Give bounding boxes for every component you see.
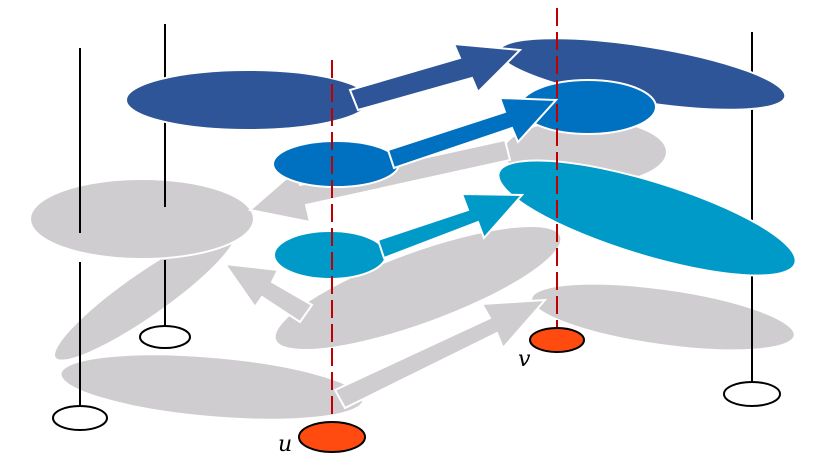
open-node-right	[723, 381, 781, 407]
light-blue-arrow	[376, 192, 525, 260]
gray-arrow-to-left-diagonal	[222, 262, 314, 324]
red-lines	[331, 8, 558, 420]
gray-ellipse-center-diagonal	[273, 224, 563, 352]
gray-ellipse-bottom-right	[530, 282, 796, 352]
node-v	[529, 327, 585, 353]
open-node-left	[52, 405, 108, 431]
mid-blue-ellipse-left	[272, 140, 400, 188]
light-blue-ellipse-right	[497, 159, 797, 277]
mid-blue-arrow	[386, 96, 559, 170]
gray-arrow-to-bottom-right	[333, 298, 548, 410]
dark-blue-layer	[125, 37, 787, 131]
red-nodes	[298, 327, 585, 453]
light-blue-ellipse-left	[273, 230, 387, 280]
dark-blue-ellipse-left	[125, 69, 371, 131]
open-node-second	[139, 325, 191, 349]
gray-ellipse-left-large	[29, 178, 255, 260]
dark-blue-arrow	[348, 42, 523, 112]
mid-blue-layer	[272, 79, 657, 188]
label-v: v	[518, 347, 531, 372]
gray-layer	[29, 118, 796, 421]
gray-ellipse-bottom-left	[59, 353, 365, 421]
light-blue-layer	[273, 159, 797, 280]
label-u: u	[278, 432, 292, 457]
node-u	[298, 421, 366, 453]
open-nodes	[52, 325, 781, 431]
